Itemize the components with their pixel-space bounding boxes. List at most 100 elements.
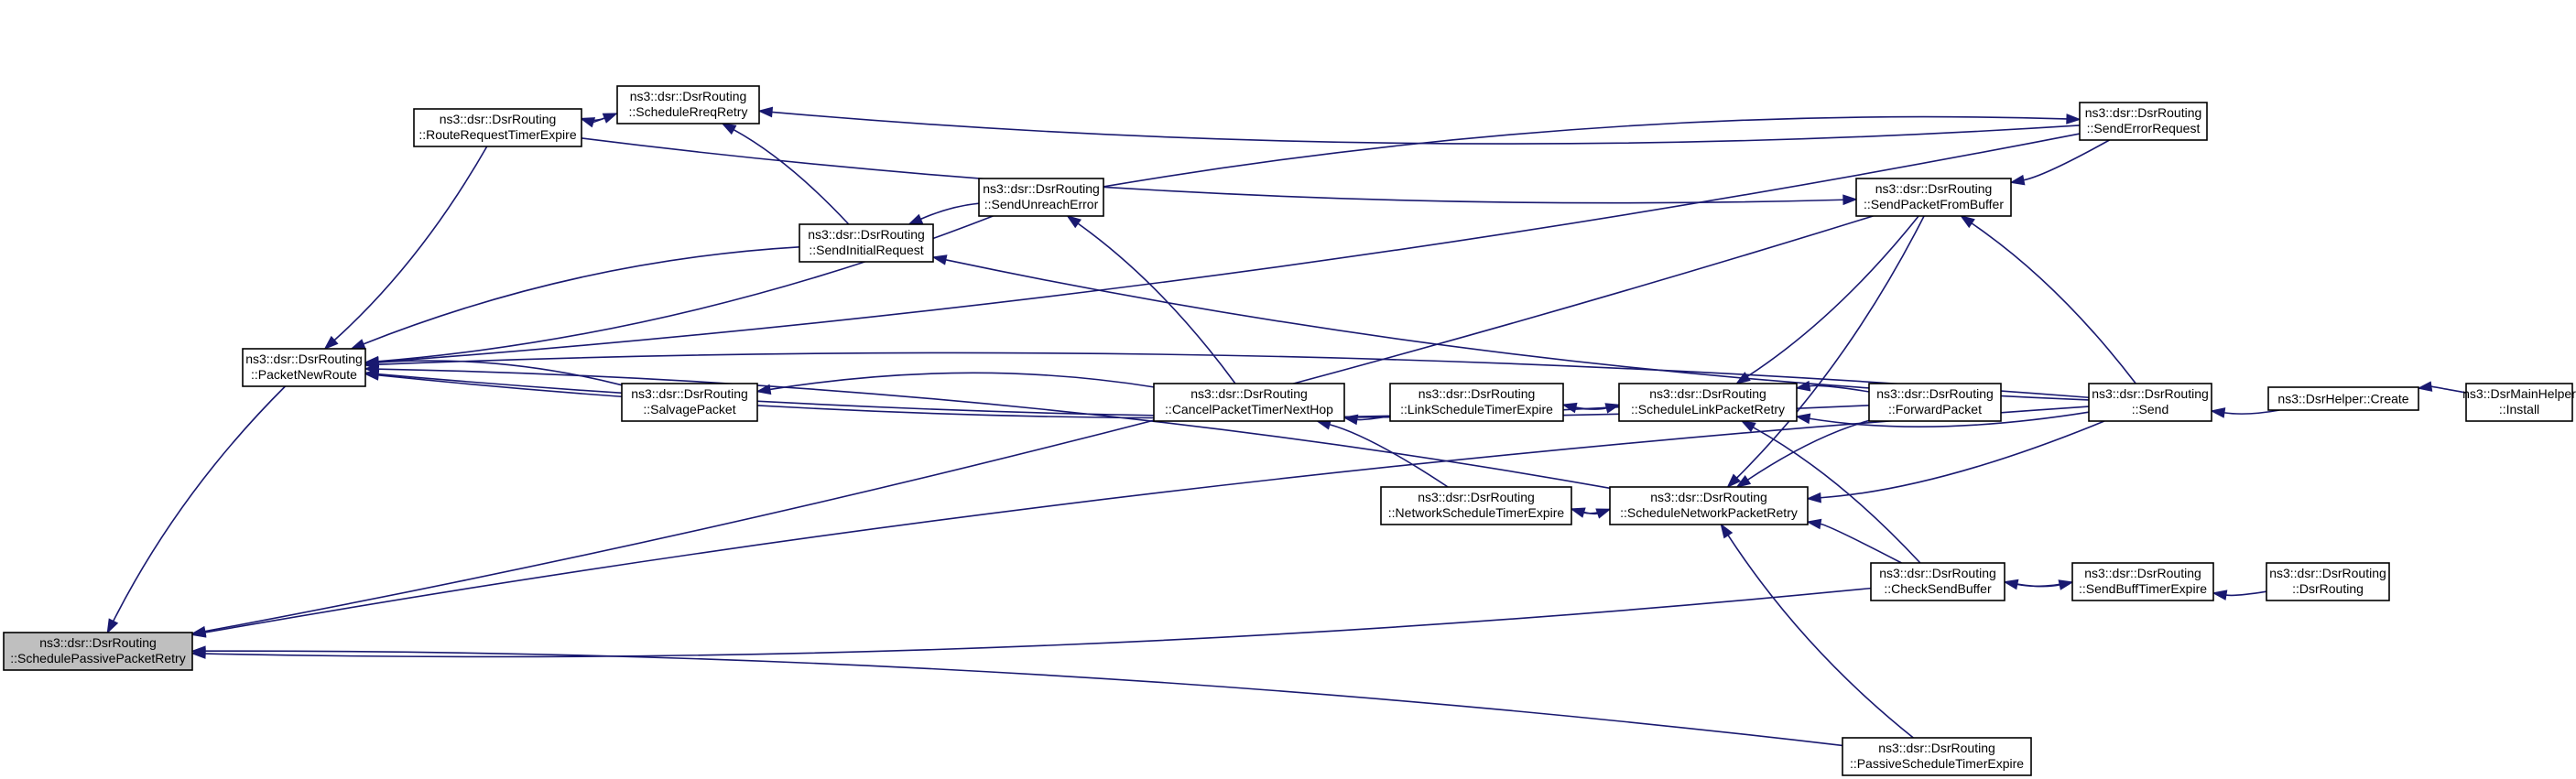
node-label-line1: ns3::dsr::DsrRouting: [2269, 566, 2386, 580]
node-box[interactable]: [1153, 383, 1345, 422]
edge-check-send-buffer-to-send-buff-timer-expire: [2004, 580, 2060, 588]
node-box[interactable]: [242, 348, 366, 387]
arrowhead-send-initial-request: [931, 254, 948, 265]
edge-send-to-schedule-passive-packet-retry: [204, 406, 2090, 633]
edge-dsr-helper-create-to-send: [2223, 409, 2280, 415]
node-box[interactable]: [799, 223, 934, 263]
edge-forward-packet-to-schedule-link-packet-retry: [1809, 384, 1870, 393]
node-network-schedule-timer-expire[interactable]: ns3::dsr::DsrRouting::NetworkScheduleTim…: [1380, 486, 1572, 525]
node-box[interactable]: [616, 85, 760, 124]
edge-route-request-timer-expire-to-schedule-rreq-retry: [581, 117, 605, 122]
node-box[interactable]: [2266, 562, 2390, 601]
node-send-initial-request[interactable]: ns3::dsr::DsrRouting::SendInitialRequest: [799, 223, 934, 263]
arrowhead-send-buff-timer-expire: [2212, 590, 2228, 600]
node-box[interactable]: [2071, 562, 2214, 601]
node-label-line2: ::SchedulePassivePacketRetry: [10, 651, 185, 665]
node-box[interactable]: [2267, 386, 2419, 411]
arrowhead-schedule-network-packet-retry: [1806, 518, 1822, 530]
node-box[interactable]: [1842, 737, 2032, 776]
node-label-line1: ns3::dsr::DsrRouting: [1875, 181, 1993, 196]
node-passive-schedule-timer-expire[interactable]: ns3::dsr::DsrRouting::PassiveScheduleTim…: [1842, 737, 2032, 776]
arrowhead-schedule-network-packet-retry: [1726, 473, 1742, 489]
edge-send-to-packet-new-route: [377, 352, 2090, 399]
arrowhead-send: [2210, 407, 2226, 418]
node-box[interactable]: [1609, 486, 1809, 525]
arrowhead-dsr-helper-create: [2417, 381, 2433, 392]
node-label-line1: ns3::dsr::DsrRouting: [1190, 386, 1308, 401]
node-label-line2: ::DsrRouting: [2292, 581, 2364, 596]
node-label-line2: ::PacketNewRoute: [251, 367, 357, 382]
node-label-line1: ns3::dsr::DsrRouting: [1649, 386, 1766, 401]
node-cancel-packet-timer-next-hop[interactable]: ns3::dsr::DsrRouting::CancelPacketTimerN…: [1153, 383, 1345, 422]
node-box[interactable]: [2465, 383, 2573, 422]
edges-layer: [106, 106, 2467, 747]
node-schedule-network-packet-retry[interactable]: ns3::dsr::DsrRouting::ScheduleNetworkPac…: [1609, 486, 1809, 525]
node-check-send-buffer[interactable]: ns3::dsr::DsrRouting::CheckSendBuffer: [1870, 562, 2005, 601]
arrowhead-send-initial-request: [907, 213, 924, 225]
node-dsr-main-helper-install[interactable]: ns3::DsrMainHelper::Install: [2462, 383, 2576, 422]
arrowhead-cancel-packet-timer-next-hop: [1342, 414, 1359, 426]
node-label-line2: ::Install: [2499, 402, 2539, 417]
arrowhead-schedule-network-packet-retry: [1806, 492, 1821, 503]
arrowhead-schedule-link-packet-retry: [1795, 380, 1811, 392]
edge-network-schedule-timer-expire-to-schedule-network-packet-retry: [1571, 508, 1599, 515]
edge-send-error-request-to-packet-new-route: [377, 133, 2081, 363]
node-box[interactable]: [2079, 102, 2208, 141]
node-box[interactable]: [1380, 486, 1572, 525]
node-send-packet-from-buffer[interactable]: ns3::dsr::DsrRouting::SendPacketFromBuff…: [1855, 178, 2012, 217]
edge-send-initial-request-to-schedule-rreq-retry: [733, 129, 850, 225]
node-schedule-rreq-retry[interactable]: ns3::dsr::DsrRouting::ScheduleRreqRetry: [616, 85, 760, 124]
arrowhead-send-packet-from-buffer: [1842, 194, 1858, 206]
arrowhead-send-error-request: [2066, 114, 2081, 124]
edge-forward-packet-to-schedule-network-packet-retry: [1746, 419, 1870, 481]
node-label-line1: ns3::dsr::DsrRouting: [1418, 386, 1536, 401]
node-label-line1: ns3::dsr::DsrRouting: [39, 635, 157, 650]
arrowhead-schedule-link-packet-retry: [1734, 372, 1751, 384]
node-link-schedule-timer-expire[interactable]: ns3::dsr::DsrRouting::LinkScheduleTimerE…: [1389, 383, 1564, 422]
node-dsr-routing-ctor[interactable]: ns3::dsr::DsrRouting::DsrRouting: [2266, 562, 2390, 601]
node-schedule-passive-packet-retry[interactable]: ns3::dsr::DsrRouting::SchedulePassivePac…: [3, 632, 193, 671]
edge-send-to-send-packet-from-buffer: [1971, 222, 2136, 384]
node-box[interactable]: [1618, 383, 1798, 422]
edge-send-to-schedule-link-packet-retry: [1809, 411, 2090, 427]
arrowhead-schedule-network-packet-retry: [1735, 475, 1752, 488]
node-label-line2: ::RouteRequestTimerExpire: [418, 127, 576, 142]
edge-passive-schedule-timer-expire-to-schedule-network-packet-retry: [1727, 535, 1914, 739]
node-label-line2: ::CancelPacketTimerNextHop: [1165, 402, 1333, 417]
node-salvage-packet[interactable]: ns3::dsr::DsrRouting::SalvagePacket: [621, 383, 758, 422]
arrowhead-schedule-link-packet-retry: [1604, 403, 1621, 414]
node-box[interactable]: [1868, 383, 2002, 422]
node-label-line1: ns3::DsrMainHelper: [2462, 386, 2576, 401]
edge-link-schedule-timer-expire-to-schedule-link-packet-retry: [1562, 404, 1607, 410]
node-box[interactable]: [1855, 178, 2012, 217]
node-send[interactable]: ns3::dsr::DsrRouting::Send: [2088, 383, 2212, 422]
node-schedule-link-packet-retry[interactable]: ns3::dsr::DsrRouting::ScheduleLinkPacket…: [1618, 383, 1798, 422]
node-label-line1: ns3::dsr::DsrRouting: [983, 181, 1100, 196]
node-packet-new-route[interactable]: ns3::dsr::DsrRouting::PacketNewRoute: [242, 348, 366, 387]
arrowhead-schedule-passive-packet-retry: [190, 627, 207, 638]
arrowhead-schedule-network-packet-retry: [1720, 523, 1734, 539]
node-send-buff-timer-expire[interactable]: ns3::dsr::DsrRouting::SendBuffTimerExpir…: [2071, 562, 2214, 601]
node-dsr-helper-create[interactable]: ns3::DsrHelper::Create: [2267, 386, 2419, 411]
node-forward-packet[interactable]: ns3::dsr::DsrRouting::ForwardPacket: [1868, 383, 2002, 422]
arrowhead-packet-new-route: [364, 368, 380, 380]
node-box[interactable]: [1389, 383, 1564, 422]
node-route-request-timer-expire[interactable]: ns3::dsr::DsrRouting::RouteRequestTimerE…: [413, 108, 582, 147]
node-box[interactable]: [621, 383, 758, 422]
edge-send-to-schedule-network-packet-retry: [1820, 420, 2105, 499]
node-send-error-request[interactable]: ns3::dsr::DsrRouting::SendErrorRequest: [2079, 102, 2208, 141]
node-label-line2: ::ScheduleLinkPacketRetry: [1631, 402, 1785, 417]
node-label-line1: ns3::dsr::DsrRouting: [631, 386, 748, 401]
edge-schedule-network-packet-retry-to-packet-new-route: [377, 368, 1611, 490]
node-label-line2: ::SalvagePacket: [643, 402, 735, 417]
edge-send-unreach-error-to-send-initial-request: [920, 202, 980, 221]
node-box[interactable]: [3, 632, 193, 671]
arrowhead-packet-new-route: [350, 339, 366, 350]
node-send-unreach-error[interactable]: ns3::dsr::DsrRouting::SendUnreachError: [978, 178, 1104, 217]
node-box[interactable]: [413, 108, 582, 147]
arrowhead-schedule-rreq-retry: [721, 123, 737, 135]
node-box[interactable]: [1870, 562, 2005, 601]
node-box[interactable]: [978, 178, 1104, 217]
arrowhead-schedule-link-packet-retry: [1795, 413, 1811, 425]
node-box[interactable]: [2088, 383, 2212, 422]
